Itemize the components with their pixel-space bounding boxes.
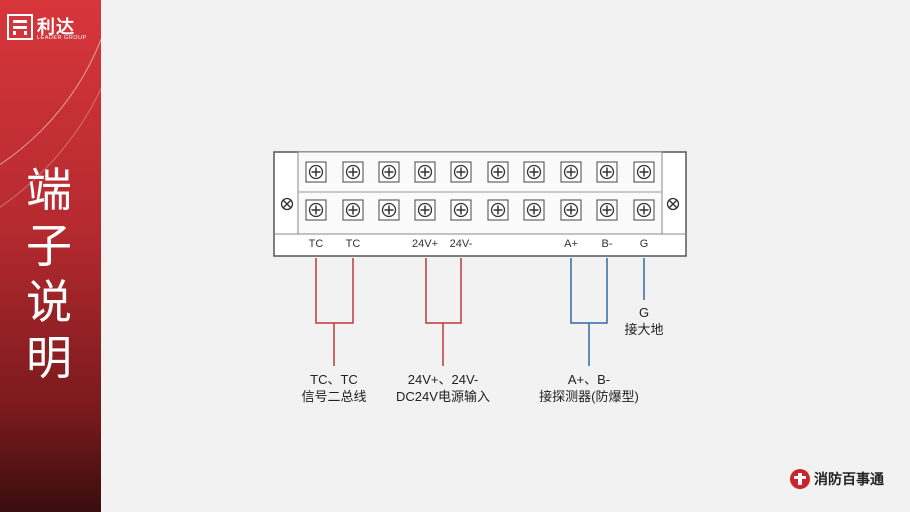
mounting-screw-left-icon (280, 197, 294, 211)
wire-ab (570, 258, 608, 324)
logo-mark-icon (7, 14, 33, 40)
terminal-screw-icon (305, 161, 327, 183)
caption-tc-line2: 信号二总线 (301, 389, 366, 404)
terminal-screw-icon (633, 161, 655, 183)
terminal-screw-icon (305, 199, 327, 221)
terminal-screw-icon (342, 161, 364, 183)
terminal-label: G (640, 238, 649, 250)
terminal-screw-icon (450, 161, 472, 183)
terminal-label: TC (346, 238, 361, 250)
caption-24v-line2: DC24V电源输入 (396, 389, 490, 404)
mounting-screw-right-icon (666, 197, 680, 211)
terminal-screw-icon (450, 199, 472, 221)
terminal-screw-icon (342, 199, 364, 221)
terminal-label: 24V+ (412, 238, 438, 250)
terminal-screw-icon (523, 161, 545, 183)
terminal-screw-icon (378, 199, 400, 221)
terminal-label: TC (309, 238, 324, 250)
title-char: 明 (26, 331, 72, 385)
logo-name: 利达 (37, 17, 75, 38)
caption-24v-line1: 24V+、24V- (408, 372, 478, 387)
terminal-screw-icon (378, 161, 400, 183)
terminal-screw-icon (560, 161, 582, 183)
company-logo: 利达 LEADER GROUP (7, 14, 99, 46)
title-char: 端 (26, 163, 72, 217)
terminal-screw-icon (596, 161, 618, 183)
terminal-screw-icon (560, 199, 582, 221)
caption-tc-line1: TC、TC (310, 372, 358, 387)
brand-logo-icon (790, 469, 810, 489)
terminal-screw-icon (523, 199, 545, 221)
sidebar: 利达 LEADER GROUP 端 子 说 明 (0, 0, 101, 512)
wire-24v (425, 258, 462, 324)
caption-g-line2: 接大地 (624, 322, 663, 337)
terminal-screw-icon (596, 199, 618, 221)
caption-g-line1: G (639, 305, 649, 320)
terminal-screw-icon (633, 199, 655, 221)
footer-brand-text: 消防百事通 (814, 472, 884, 488)
terminal-label: B- (602, 238, 613, 250)
terminal-label: A+ (564, 238, 578, 250)
terminal-screw-icon (414, 199, 436, 221)
logo-subtitle: LEADER GROUP (37, 35, 87, 41)
caption-ab-line2: 接探测器(防爆型) (539, 389, 639, 404)
wire-tc (315, 258, 354, 324)
terminal-label: 24V- (450, 238, 473, 250)
terminal-screw-icon (487, 161, 509, 183)
footer-brand: 消防百事通 (790, 468, 884, 490)
page-title: 端 子 说 明 (14, 162, 84, 386)
caption-ab-line1: A+、B- (568, 372, 610, 387)
title-char: 说 (26, 275, 72, 329)
terminal-screw-icon (487, 199, 509, 221)
title-char: 子 (26, 219, 72, 273)
terminal-screw-icon (414, 161, 436, 183)
